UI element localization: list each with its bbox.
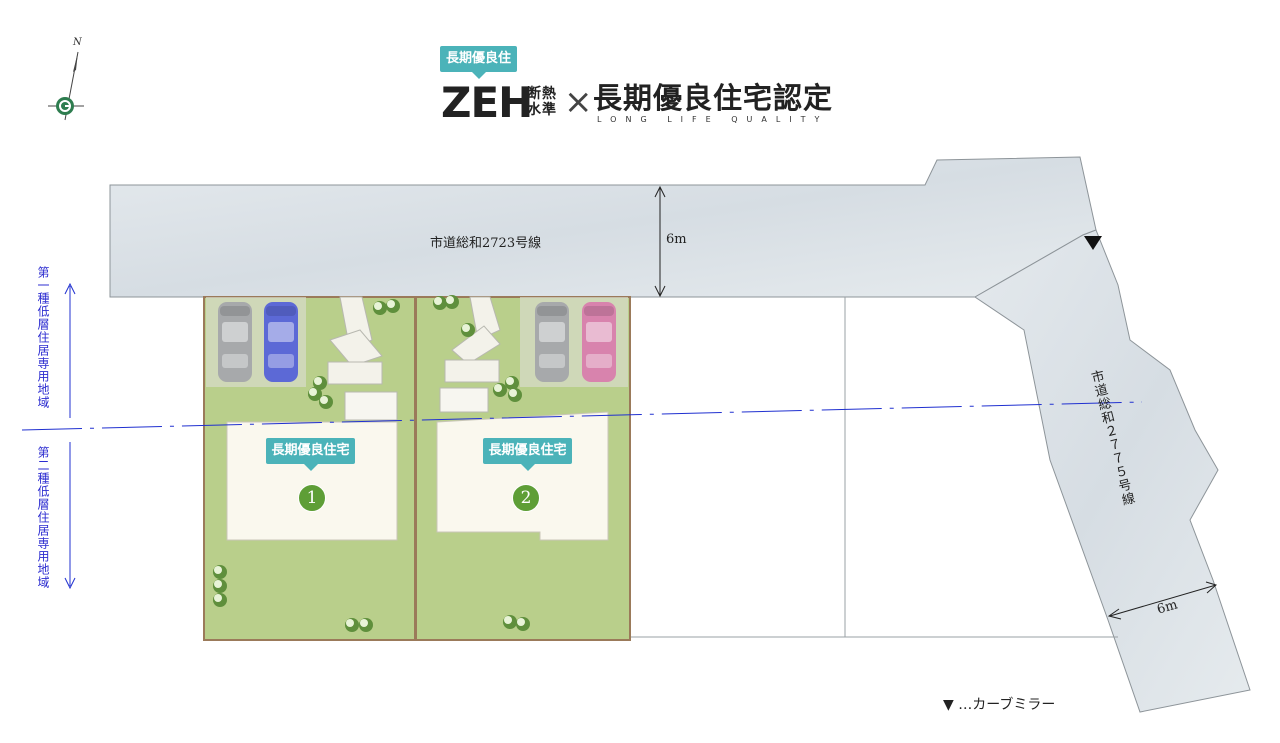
cross-symbol: × xyxy=(564,82,593,122)
lot-1-badge-label: 長期優良住宅 xyxy=(271,443,350,458)
top-road-label: 市道総和2723号線 xyxy=(430,236,542,251)
car-blue xyxy=(264,302,298,382)
zeh-logo: ZEH xyxy=(441,78,533,127)
tagline: LONG LIFE QUALITY xyxy=(597,115,829,124)
lot-2-badge: 長期優良住宅 xyxy=(483,438,572,471)
porch xyxy=(439,387,489,413)
lot-2-badge-label: 長期優良住宅 xyxy=(488,443,567,458)
zeh-subtitle: 断熱 水準 xyxy=(527,86,557,118)
lot-1-number: 1 xyxy=(298,484,326,512)
curve-mirror-icon: ▼ xyxy=(943,697,954,713)
road-top xyxy=(109,156,1097,298)
walkway xyxy=(329,329,383,367)
compass-north-label: N xyxy=(73,37,82,48)
car-gray xyxy=(535,302,569,382)
curve-mirror-marker xyxy=(1084,236,1102,250)
porch xyxy=(344,391,398,421)
compass-icon xyxy=(48,51,84,121)
zoning-north-label: 第一種低層住居専用地域 xyxy=(36,266,50,409)
legend-text: …カーブミラー xyxy=(958,697,1056,713)
zoning-boundary-line xyxy=(21,401,1143,431)
walkway xyxy=(327,361,383,385)
car-gray xyxy=(218,302,252,382)
top-road-dimension xyxy=(654,185,666,298)
certification-title: 長期優良住宅認定 xyxy=(593,81,834,115)
car-pink xyxy=(582,302,616,382)
legend: ▼ …カーブミラー xyxy=(943,694,1055,714)
badge-pointer-icon xyxy=(520,464,535,471)
header-badge-label: 長期優良住宅 xyxy=(445,51,511,92)
lot-1-badge: 長期優良住宅 xyxy=(266,438,355,471)
zoning-arrows xyxy=(64,282,76,590)
right-road-dimension xyxy=(1107,581,1218,620)
lot-2-number: 2 xyxy=(512,484,540,512)
zeh-subtitle-line2: 水準 xyxy=(527,102,557,118)
header-badge: 長期優良住宅 xyxy=(440,46,517,92)
lot-2-house xyxy=(436,411,609,541)
road-right xyxy=(974,229,1251,713)
badge-pointer-icon xyxy=(471,72,486,79)
badge-pointer-icon xyxy=(303,464,318,471)
walkway xyxy=(469,296,501,341)
top-road-width-label: 6m xyxy=(666,232,687,247)
zoning-south-label: 第二種低層住居専用地域 xyxy=(36,446,50,589)
zeh-subtitle-line1: 断熱 xyxy=(527,86,557,102)
walkway xyxy=(444,359,500,383)
